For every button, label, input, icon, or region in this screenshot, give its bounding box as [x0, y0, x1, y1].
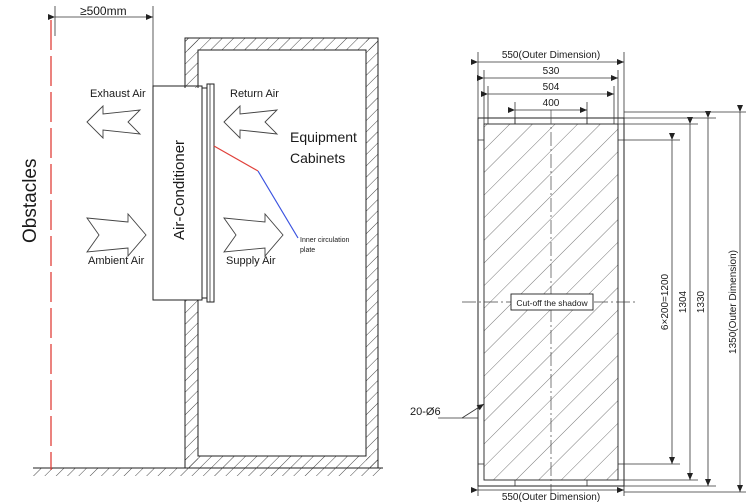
inner-plate-label-line2: plate [300, 247, 315, 254]
outer-height-label: 1350(Outer Dimension) [728, 250, 739, 354]
return-air-arrow-icon [223, 104, 279, 140]
inner-plate-leader [213, 145, 299, 239]
hole-callout-label: 20-Ø6 [410, 406, 441, 418]
return-air-label: Return Air [230, 88, 279, 100]
ambient-air-arrow-icon [86, 212, 147, 258]
width-504-label: 504 [543, 82, 560, 93]
floor [33, 467, 383, 476]
outer-width-top-label: 550(Outer Dimension) [502, 50, 600, 61]
hole-callout: 20-Ø6 [410, 403, 485, 419]
equipment-label-line2: Cabinets [290, 150, 345, 166]
equipment-label-line1: Equipment [290, 129, 357, 145]
supply-air-label: Supply Air [226, 255, 276, 267]
clearance-label: ≥500mm [80, 4, 127, 18]
width-400-label: 400 [543, 98, 560, 109]
air-conditioner-unit: Air-Conditioner [152, 83, 215, 303]
hole-spacing-label: 6×200=1200 [660, 273, 671, 330]
clearance-dimension: ≥500mm [48, 4, 154, 86]
inner-plate-label-line1: Inner circulation [300, 237, 350, 244]
right-dimensions: 6×200=1200 1304 1330 1350(Outer Dimensio… [618, 105, 746, 493]
left-installation-diagram: ≥500mm Obstacles Air-Conditioner Exhaust… [20, 4, 383, 476]
ambient-air-label: Ambient Air [88, 255, 145, 267]
height-1304-label: 1304 [678, 290, 689, 313]
outer-width-bottom-label: 550(Outer Dimension) [502, 492, 600, 502]
bottom-dimension: 550(Outer Dimension) [471, 486, 625, 502]
cutout-label: Cut-off the shadow [516, 298, 588, 308]
supply-air-arrow-icon [223, 212, 284, 258]
exhaust-air-arrow-icon [86, 104, 142, 140]
exhaust-air-label: Exhaust Air [90, 88, 146, 100]
width-530-label: 530 [543, 66, 560, 77]
cutout-box [510, 293, 594, 311]
obstacles-label: Obstacles [20, 159, 41, 243]
right-cutout-drawing: Cut-off the shadow 550(Outer Dimension) … [410, 50, 746, 502]
cabinet-wall [184, 37, 379, 469]
air-conditioner-label: Air-Conditioner [171, 140, 188, 240]
top-dimensions: 550(Outer Dimension) 530 504 400 [471, 50, 625, 124]
height-1330-label: 1330 [696, 290, 707, 313]
